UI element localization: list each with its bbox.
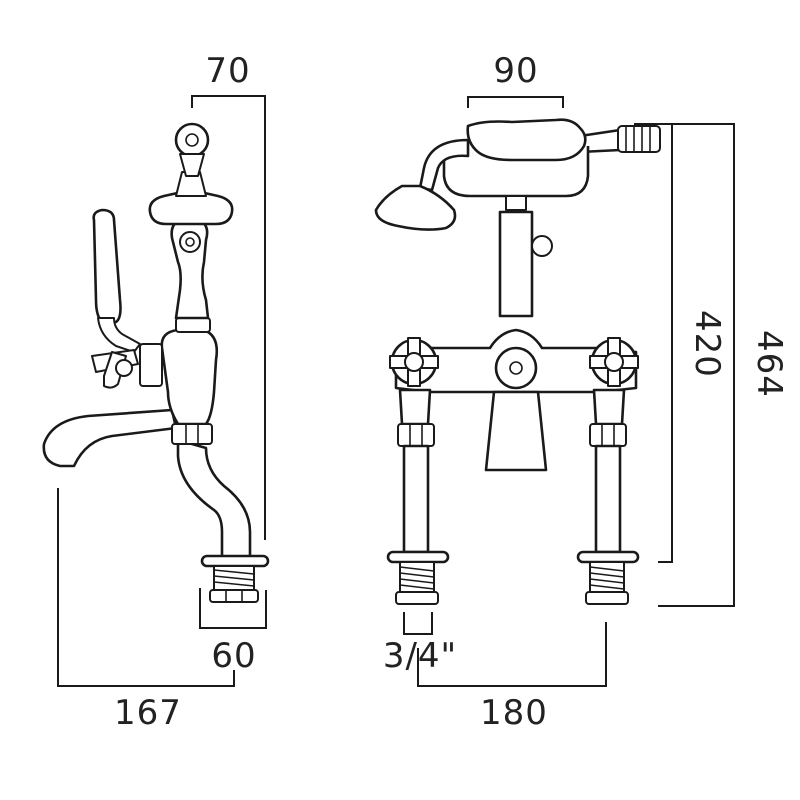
dim-label-420: 420 <box>687 310 727 378</box>
front-hose <box>617 125 661 153</box>
dim-label-90: 90 <box>493 51 538 91</box>
dim-line-420 <box>634 123 673 563</box>
side-supply-pipe <box>176 438 252 560</box>
dim-line-464 <box>658 123 735 607</box>
side-backnut <box>209 589 259 603</box>
dim-line-70 <box>191 95 266 540</box>
front-left-nut <box>397 423 435 447</box>
side-valve-body <box>160 328 219 426</box>
dim-label-464: 464 <box>749 330 789 398</box>
side-lever-handle <box>92 208 122 324</box>
side-stem-boss <box>179 231 201 253</box>
dim-line-inlet <box>403 612 433 635</box>
dim-line-60 <box>199 588 267 629</box>
front-stem-knob <box>531 235 553 257</box>
front-right-nut <box>589 423 627 447</box>
front-right-cross-handle <box>589 337 639 387</box>
side-lower-nut <box>171 423 213 445</box>
front-left-flange <box>386 550 450 564</box>
side-spout <box>42 408 178 468</box>
dim-line-90 <box>467 96 564 108</box>
front-view-tap <box>374 118 661 605</box>
front-shower-arm <box>418 138 470 192</box>
side-handset-cradle <box>148 190 234 226</box>
side-valve-collar <box>139 343 163 387</box>
side-view-tap <box>42 122 270 603</box>
dim-label-167: 167 <box>114 693 182 733</box>
side-base-flange <box>200 554 270 568</box>
front-left-leg <box>402 444 430 554</box>
front-shower-head <box>374 184 457 231</box>
front-diverter-boss <box>494 346 538 390</box>
dim-line-167 <box>57 488 235 687</box>
dim-label-60: 60 <box>211 636 256 676</box>
side-lever-arm <box>97 317 141 353</box>
side-upper-collar <box>175 317 211 333</box>
front-right-backnut <box>585 591 629 605</box>
front-right-valve <box>592 388 626 426</box>
front-right-leg <box>594 444 622 554</box>
dim-line-180 <box>417 622 607 687</box>
dimension-lines <box>57 95 735 687</box>
front-center-stem <box>498 210 534 318</box>
front-left-valve <box>398 388 432 426</box>
front-stem-collar <box>505 195 527 211</box>
dim-label-inlet: 3/4" <box>383 636 457 676</box>
dim-label-180: 180 <box>480 693 548 733</box>
front-spout <box>484 390 548 472</box>
front-right-flange <box>576 550 640 564</box>
dim-label-70: 70 <box>205 51 250 91</box>
front-left-cross-handle <box>389 337 439 387</box>
side-handset-loop <box>174 122 210 158</box>
front-handset-handle <box>466 118 587 162</box>
front-left-backnut <box>395 591 439 605</box>
